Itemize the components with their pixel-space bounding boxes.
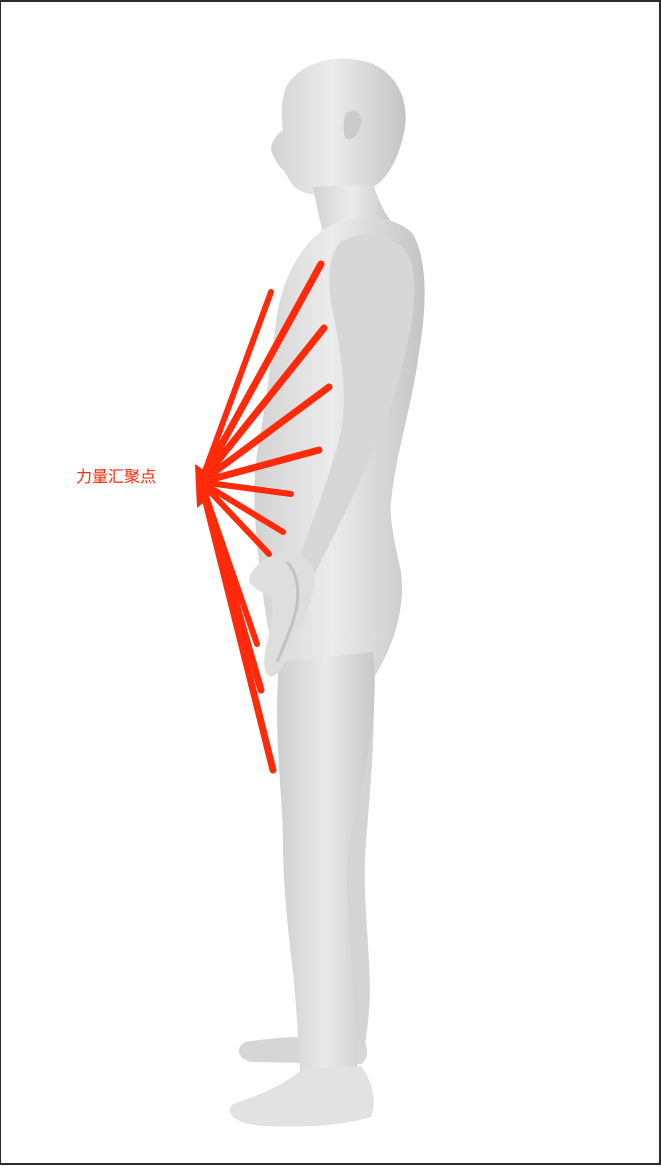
force-line-3: [197, 324, 328, 486]
ear-shape: [343, 110, 362, 140]
arm-shape: [281, 234, 415, 612]
head-shape: [271, 58, 406, 200]
hand-shadow: [275, 560, 300, 663]
force-line-5: [197, 446, 323, 486]
front-leg-shape: [277, 652, 375, 1087]
force-line-2: [197, 260, 325, 486]
front-foot-shape: [229, 1066, 374, 1127]
convergence-point: [195, 464, 215, 508]
convergence-label: 力量汇聚点: [76, 467, 157, 486]
force-line-11: [197, 478, 277, 774]
force-line-7: [198, 479, 286, 535]
force-lines: [195, 260, 333, 774]
force-line-6: [198, 479, 294, 497]
human-body-figure: [229, 58, 425, 1127]
force-line-4: [197, 383, 333, 486]
force-line-8: [198, 479, 272, 557]
force-line-1: [198, 289, 274, 485]
